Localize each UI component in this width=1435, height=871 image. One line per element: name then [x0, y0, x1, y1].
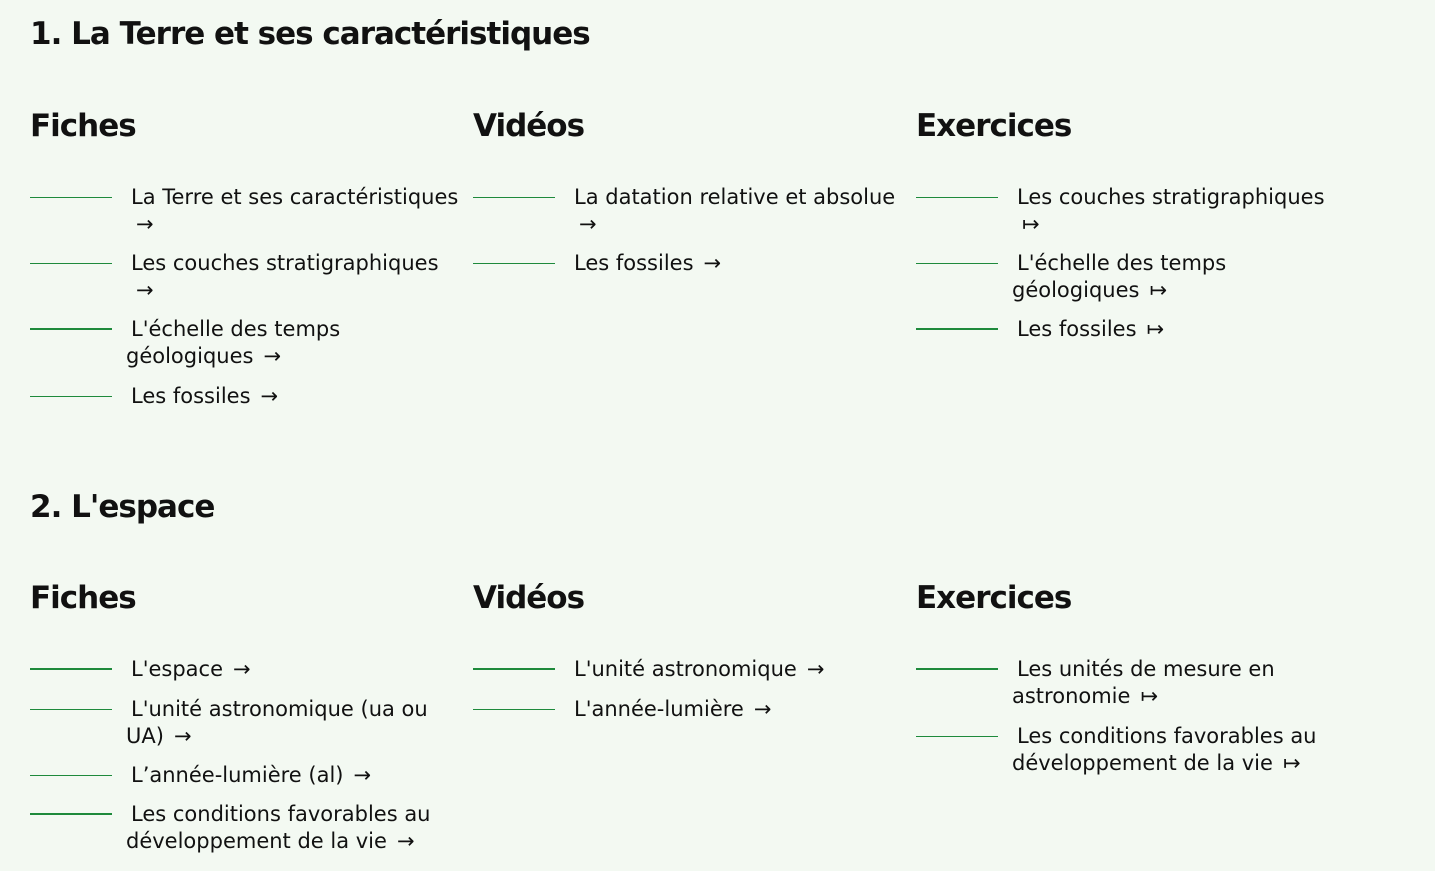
link-exercice-couches[interactable]: Les couches stratigraphiques↦ [916, 184, 1356, 236]
link-label: L'échelle des temps géologiques→ [126, 317, 341, 368]
column-title: Fiches [30, 108, 137, 144]
arrow-right-icon: → [263, 344, 282, 368]
divider [473, 668, 555, 670]
link-label: Les couches stratigraphiques→ [131, 251, 439, 302]
link-label: Les unités de mesure en astronomie↦ [1012, 657, 1275, 708]
arrow-right-icon: → [579, 212, 597, 236]
divider [916, 263, 998, 264]
link-label: Les fossiles→ [131, 384, 279, 408]
divider [30, 328, 112, 330]
divider [473, 709, 555, 710]
divider [473, 263, 555, 264]
link-video-annee-lumiere[interactable]: L'année-lumière→ [473, 696, 913, 748]
link-label: L'unité astronomique (ua ou UA)→ [126, 697, 428, 748]
column-title: Vidéos [473, 108, 585, 144]
link-label: L'espace→ [131, 657, 251, 681]
divider [30, 197, 112, 198]
link-fiche-couches-stratigraphiques[interactable]: Les couches stratigraphiques→ [30, 250, 470, 302]
link-fiche-terre-caracteristiques[interactable]: La Terre et ses caractéristiques→ [30, 184, 470, 236]
arrow-right-icon: → [753, 697, 772, 721]
link-fiche-annee-lumiere[interactable]: L’année-lumière (al)→ [30, 762, 470, 814]
link-label: L'échelle des temps géologiques↦ [1012, 251, 1227, 302]
link-fiche-conditions-vie[interactable]: Les conditions favorables au développeme… [30, 801, 470, 853]
arrow-bar-right-icon: ↦ [1140, 684, 1159, 708]
arrow-right-icon: → [173, 724, 192, 748]
column-title: Fiches [30, 580, 137, 616]
column-title: Vidéos [473, 580, 585, 616]
divider [916, 736, 998, 737]
link-label: L’année-lumière (al)→ [131, 763, 372, 787]
link-exercice-fossiles[interactable]: Les fossiles↦ [916, 316, 1356, 368]
link-label: Les fossiles↦ [1017, 317, 1165, 341]
link-fiche-echelle-temps[interactable]: L'échelle des temps géologiques→ [30, 316, 470, 368]
link-label: Les conditions favorables au développeme… [126, 802, 431, 853]
column-title: Exercices [916, 580, 1072, 616]
link-label: Les conditions favorables au développeme… [1012, 724, 1317, 775]
link-exercice-echelle[interactable]: L'échelle des temps géologiques↦ [916, 250, 1356, 302]
divider [30, 263, 112, 264]
link-video-unite-astronomique[interactable]: L'unité astronomique→ [473, 656, 913, 708]
link-label: L'année-lumière→ [574, 697, 772, 721]
link-exercice-conditions-vie[interactable]: Les conditions favorables au développeme… [916, 723, 1356, 775]
column-title: Exercices [916, 108, 1072, 144]
arrow-right-icon: → [353, 763, 372, 787]
link-exercice-unites-mesure[interactable]: Les unités de mesure en astronomie↦ [916, 656, 1356, 708]
section-title: 1. La Terre et ses caractéristiques [30, 16, 591, 52]
arrow-right-icon: → [703, 251, 722, 275]
divider [30, 813, 112, 815]
divider [473, 197, 555, 198]
divider [916, 328, 998, 330]
divider [916, 668, 998, 670]
arrow-right-icon: → [806, 657, 825, 681]
divider [30, 709, 112, 710]
divider [30, 668, 112, 670]
arrow-right-icon: → [233, 657, 251, 681]
link-label: Les fossiles→ [574, 251, 722, 275]
arrow-bar-right-icon: ↦ [1149, 278, 1168, 302]
arrow-right-icon: → [396, 829, 415, 853]
link-video-fossiles[interactable]: Les fossiles→ [473, 250, 913, 302]
link-label: La datation relative et absolue→ [574, 185, 896, 236]
divider [30, 396, 112, 397]
section-title: 2. L'espace [30, 489, 215, 525]
link-fiche-fossiles[interactable]: Les fossiles→ [30, 383, 470, 435]
arrow-bar-right-icon: ↦ [1282, 751, 1301, 775]
link-label: La Terre et ses caractéristiques→ [131, 185, 459, 236]
link-video-datation[interactable]: La datation relative et absolue→ [473, 184, 913, 236]
arrow-bar-right-icon: ↦ [1022, 212, 1040, 236]
divider [30, 775, 112, 776]
arrow-right-icon: → [136, 212, 154, 236]
link-fiche-unite-astronomique[interactable]: L'unité astronomique (ua ou UA)→ [30, 696, 470, 748]
link-fiche-espace[interactable]: L'espace→ [30, 656, 470, 708]
arrow-right-icon: → [136, 278, 154, 302]
link-label: Les couches stratigraphiques↦ [1017, 185, 1325, 236]
arrow-bar-right-icon: ↦ [1146, 317, 1165, 341]
link-label: L'unité astronomique→ [574, 657, 825, 681]
arrow-right-icon: → [260, 384, 279, 408]
divider [916, 197, 998, 198]
